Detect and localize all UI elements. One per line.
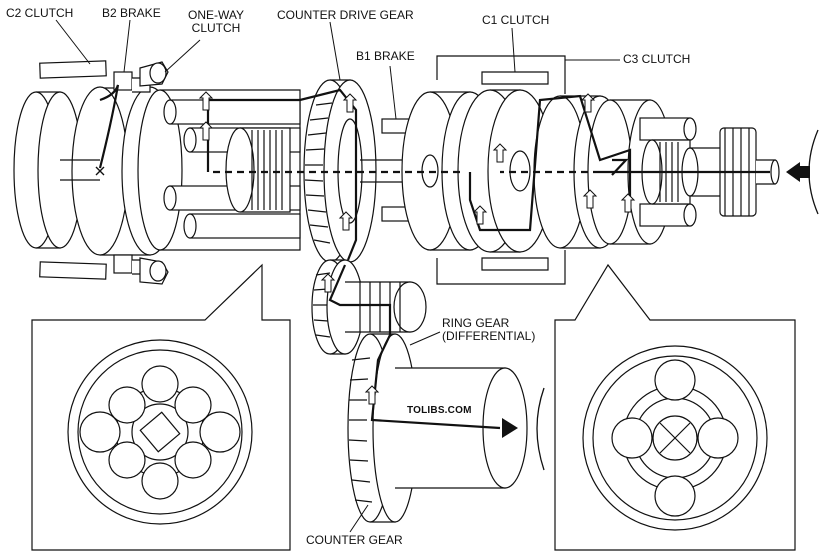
one-way-clutch-top <box>139 61 169 87</box>
b2-brake-label: B2 BRAKE <box>102 6 161 20</box>
right-inset-planetary-view <box>582 345 768 531</box>
rotation-arrow-input <box>808 129 819 215</box>
watermark-text: TOLIBS.COM <box>407 405 472 416</box>
c2-clutch-plate-bottom <box>39 261 107 280</box>
ring-gear-label: RING GEAR (DIFFERENTIAL) <box>442 317 535 343</box>
left-inset-planetary-view <box>67 339 253 525</box>
leader-lines <box>55 19 620 533</box>
c1-clutch-plate-bottom <box>481 257 549 271</box>
c2-clutch-plate-top <box>39 60 107 79</box>
counter-gear <box>311 259 427 355</box>
flow-direction-marks <box>198 91 636 405</box>
rear-planetary-gear-set <box>137 89 301 251</box>
ring-gear-label-line1: RING GEAR <box>442 316 510 330</box>
input-shaft-left-stub <box>60 159 100 181</box>
one-way-clutch-label: ONE-WAY CLUTCH <box>184 9 248 35</box>
one-way-clutch-bottom <box>139 257 169 285</box>
c2-clutch-label: C2 CLUTCH <box>6 6 74 20</box>
c3-clutch-bracket-top <box>436 55 566 94</box>
counter-drive-gear-label: COUNTER DRIVE GEAR <box>277 8 414 22</box>
ring-gear-differential <box>347 333 528 523</box>
c1-clutch-label: C1 CLUTCH <box>482 13 550 27</box>
flow-arrow-output <box>502 418 518 438</box>
c2-clutch-drum <box>13 91 83 249</box>
ring-gear-label-line2: (DIFFERENTIAL) <box>442 329 536 343</box>
c3-clutch-label: C3 CLUTCH <box>623 52 691 66</box>
one-way-clutch-label-line1: ONE-WAY <box>188 8 244 22</box>
flow-arrow-input <box>786 162 810 182</box>
b1-brake-top <box>381 118 410 134</box>
b1-brake-label: B1 BRAKE <box>356 49 415 63</box>
c1-clutch-plate-top <box>481 71 549 85</box>
c3-clutch-bracket-bottom <box>436 250 566 285</box>
counter-gear-label: COUNTER GEAR <box>306 533 403 547</box>
one-way-clutch-label-line2: CLUTCH <box>191 21 241 35</box>
power-flow-path <box>95 84 770 430</box>
rotation-arrow-ring <box>536 387 545 471</box>
